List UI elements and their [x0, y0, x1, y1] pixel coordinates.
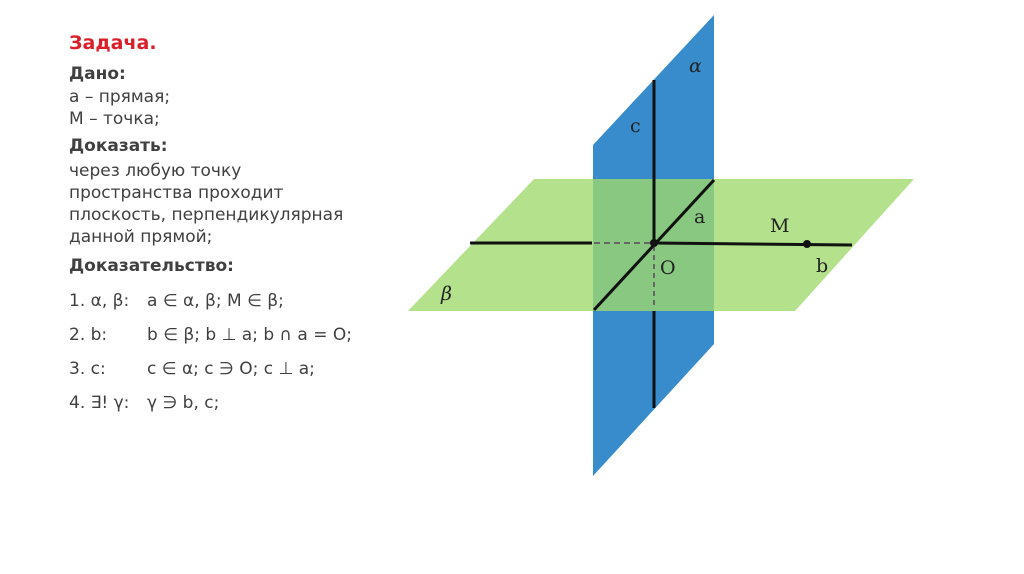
proof-step-number: 3. c:: [69, 359, 106, 379]
plane-beta: [408, 179, 914, 311]
proof-step-number: 2. b:: [69, 325, 108, 345]
label-alpha: α: [689, 55, 702, 77]
proof-step: 1. α, β: a ∈ α, β; M ∈ β;: [69, 290, 409, 312]
prove-line: пространства проходит: [69, 183, 284, 203]
label-c: c: [630, 115, 641, 137]
problem-title: Задача.: [69, 32, 157, 54]
label-m: M: [770, 215, 789, 237]
proof-step-text: γ ∋ b, c;: [147, 393, 220, 413]
given-line: M – точка;: [69, 109, 160, 129]
proof-step-number: 1. α, β:: [69, 291, 130, 311]
proof-step: 4. ∃! γ: γ ∋ b, c;: [69, 392, 409, 414]
prove-heading: Доказать:: [69, 136, 168, 156]
line-b: [653, 241, 853, 247]
prove-line: через любую точку: [69, 161, 242, 181]
proof-step-text: c ∈ α; c ∋ O; c ⊥ a;: [147, 359, 315, 379]
prove-line: плоскость, перпендикулярная: [69, 205, 344, 225]
label-b: b: [816, 255, 828, 277]
given-block: a – прямая; M – точка;: [69, 86, 409, 130]
proof-step: 3. c: c ∈ α; c ∋ O; c ⊥ a;: [69, 358, 409, 380]
proof-step-number: 4. ∃! γ:: [69, 393, 130, 413]
problem-text: Задача. Дано: a – прямая; M – точка; Док…: [69, 30, 409, 426]
prove-statement: через любую точку пространства проходит …: [69, 160, 409, 248]
label-beta: β: [440, 283, 452, 305]
proof-step-text: a ∈ α, β; M ∈ β;: [147, 291, 284, 311]
prove-line: данной прямой;: [69, 227, 213, 247]
point-o: [650, 239, 658, 247]
label-o: O: [660, 257, 676, 279]
proof-step: 2. b: b ∈ β; b ⊥ a; b ∩ a = O;: [69, 324, 409, 346]
proof-heading: Доказательство:: [69, 256, 234, 276]
given-line: a – прямая;: [69, 87, 171, 107]
given-heading: Дано:: [69, 64, 126, 84]
label-a: a: [694, 206, 705, 228]
point-m: [803, 240, 811, 248]
proof-step-text: b ∈ β; b ⊥ a; b ∩ a = O;: [147, 325, 352, 345]
